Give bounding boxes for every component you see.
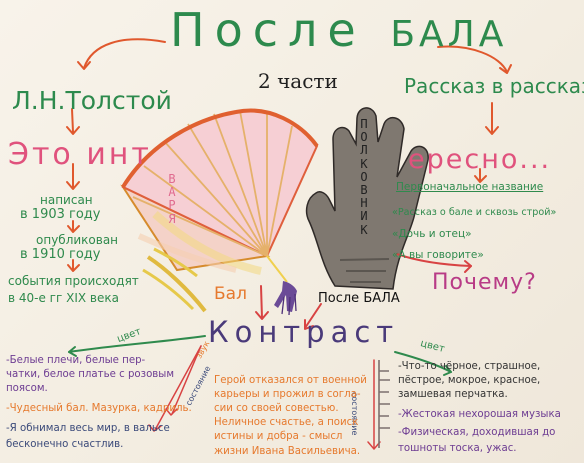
original-title-label: Первоначальное название — [396, 181, 544, 193]
middle-column-line: истины и добра - смысл — [214, 431, 343, 442]
title-word-2: БАЛА — [390, 14, 508, 55]
story-in-story-label: Рассказ в рассказе — [404, 74, 584, 98]
left-column-line: поясом. — [6, 383, 48, 394]
published-label: опубликован — [36, 233, 119, 247]
interesting-part-2: ересно... — [408, 144, 552, 175]
events-line-1: события происходят — [8, 274, 139, 288]
right-column-line: -Жестокая нехорошая музыка — [398, 409, 561, 420]
ball-label: Бал — [214, 284, 247, 304]
original-title-item: «А вы говорите» — [392, 249, 484, 261]
left-column-line: -Чудесный бал. Мазурка, кадриль. — [6, 403, 192, 414]
written-year: в 1903 году — [20, 207, 101, 222]
two-parts-label: 2 части — [258, 69, 338, 93]
original-title-item: «Дочь и отец» — [392, 228, 472, 240]
author-label: Л.Н.Толстой — [12, 86, 172, 115]
middle-column-line: Неличное счастье, а поиск — [214, 417, 359, 428]
published-year: в 1910 году — [20, 247, 101, 262]
right-column-line: -Физическая, доходившая до — [398, 427, 556, 438]
right-column-line: тошноты тоска, ужас. — [398, 443, 517, 454]
middle-column-line: сии со своей совестью. — [214, 403, 339, 414]
events-line-2: в 40-е гг XIX века — [8, 291, 119, 305]
glove-icon — [305, 107, 429, 290]
right-column-line: пёстрое, мокрое, красное, — [398, 375, 541, 386]
fan-icon — [120, 108, 319, 275]
fan-tassel-icon — [266, 255, 297, 316]
written-label: написан — [40, 193, 93, 207]
left-column-line: -Белые плечи, белые пер- — [6, 355, 146, 366]
title: После БАЛА — [170, 7, 507, 53]
left-column-line: бесконечно счастлив. — [6, 439, 124, 450]
left-column-line: -Я обнимал весь мир, в вальсе — [6, 423, 170, 434]
middle-column-line: карьеры и прожил в согла- — [214, 389, 361, 400]
left-column-line: чатки, белое платье с розовым — [6, 369, 175, 380]
after-ball-label: После БАЛА — [318, 291, 400, 306]
why-label: Почему? — [432, 270, 537, 295]
right-column-line: -Что-то чёрное, страшное, — [398, 361, 541, 372]
middle-column-line: Герой отказался от военной — [214, 375, 367, 386]
contrast-scribble — [378, 360, 390, 448]
original-title-item: «Рассказ о бале и сквозь строй» — [392, 207, 557, 218]
feather-icon — [142, 247, 207, 313]
arrows — [66, 38, 512, 450]
title-word-1: После — [170, 3, 366, 57]
middle-column-line: жизни Ивана Васильевича. — [214, 446, 361, 457]
contrast-label: Контраст — [208, 315, 400, 349]
interesting-part-1: Это инт — [8, 137, 152, 172]
right-column-line: замшевая перчатка. — [398, 389, 508, 400]
